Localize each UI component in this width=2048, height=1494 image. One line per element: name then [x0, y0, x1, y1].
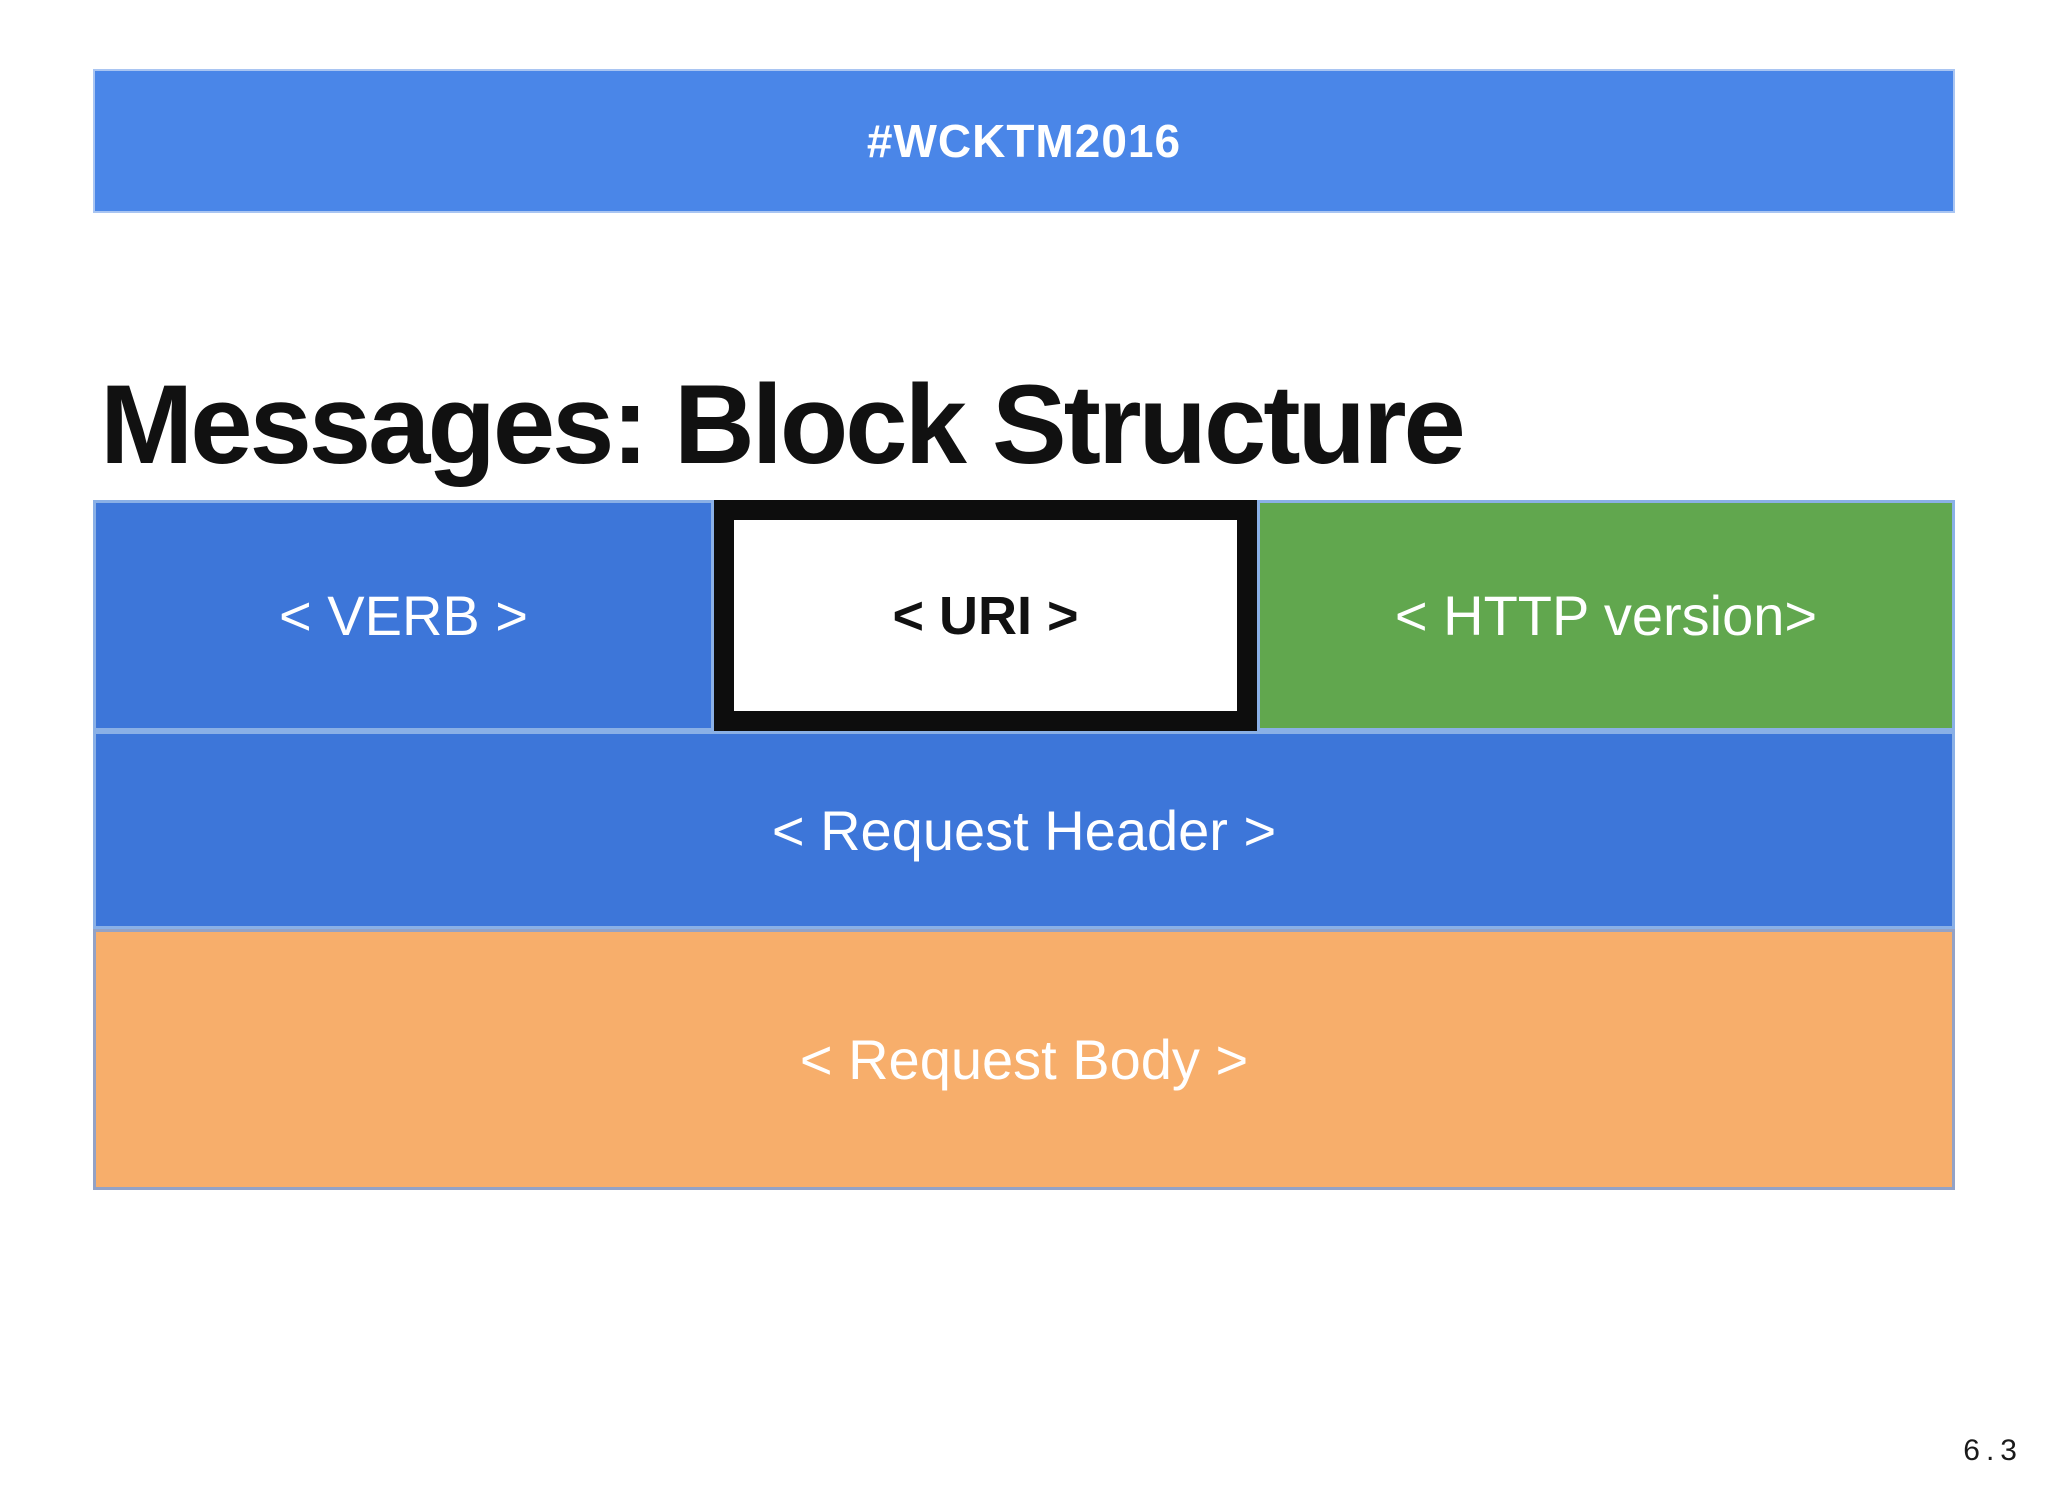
- uri-block: < URI >: [714, 500, 1257, 731]
- slide-number: 6.3: [1963, 1434, 2023, 1467]
- http-version-block-label: < HTTP version>: [1394, 584, 1818, 647]
- verb-block: < VERB >: [93, 500, 714, 731]
- request-line-row: < VERB > < URI > < HTTP version>: [93, 500, 1955, 731]
- request-body-block-label: < Request Body >: [799, 1028, 1249, 1091]
- http-version-block: < HTTP version>: [1257, 500, 1955, 731]
- uri-block-label: < URI >: [892, 585, 1079, 646]
- request-body-block: < Request Body >: [93, 929, 1955, 1190]
- page-title: Messages: Block Structure: [100, 362, 1466, 487]
- block-structure-diagram: < VERB > < URI > < HTTP version> < Reque…: [93, 500, 1955, 1190]
- request-header-block-label: < Request Header >: [771, 798, 1277, 862]
- hashtag-header-bar: #WCKTM2016: [93, 69, 1955, 213]
- request-header-block: < Request Header >: [93, 731, 1955, 929]
- verb-block-label: < VERB >: [278, 584, 529, 647]
- hashtag-label: #WCKTM2016: [866, 115, 1182, 167]
